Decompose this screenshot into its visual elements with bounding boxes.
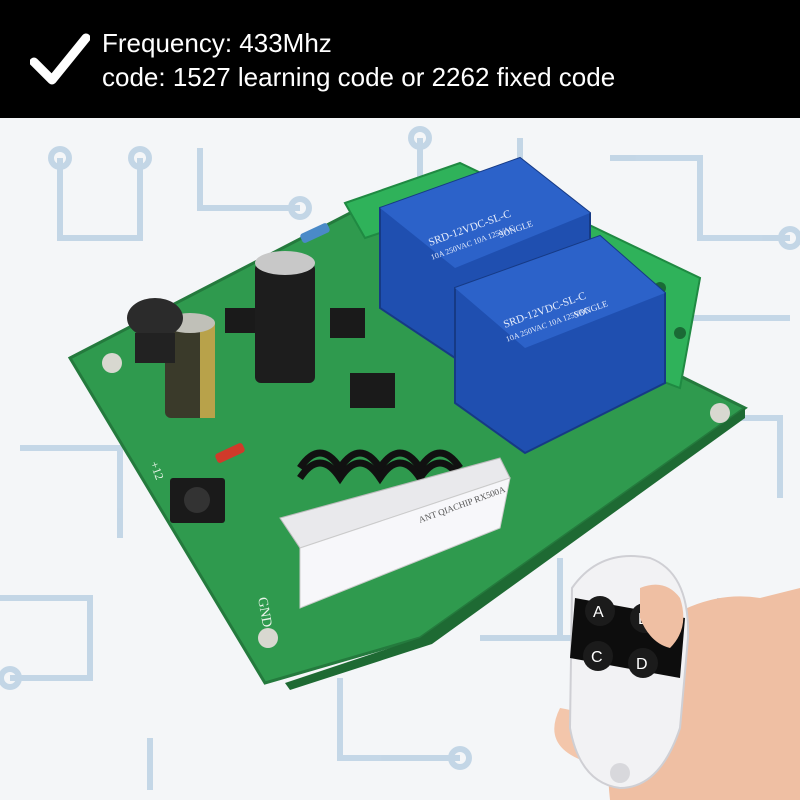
inductor [127,298,183,363]
resistor [300,223,330,243]
transistor [225,308,255,333]
remote-button-d: D [628,648,658,678]
capacitor-large [255,251,315,383]
remote-button-a-label: A [593,604,604,621]
remote-button-c: C [583,641,613,671]
remote-button-a: A [585,596,615,626]
remote-button-c-label: C [591,649,603,666]
rf-receiver-module: ANT QIACHIP RX500A [279,457,511,609]
remote-button-d-label: D [636,656,648,673]
code-text: code: 1527 learning code or 2262 fixed c… [102,62,616,92]
antenna-coil [297,449,463,485]
checkmark-icon [30,33,90,85]
thumb [640,584,684,648]
diode [215,443,245,463]
relay-bottom: SRD-12VDC-SL-C 10A 250VAC 10A 125VAC SON… [454,234,666,455]
ic-chip [350,373,395,408]
receiver-pcb-board: SRD-12VDC-SL-C 10A 250VAC 10A 125VAC SON… [67,156,748,690]
frequency-text: Frequency: 433Mhz [102,28,332,58]
plus12-label: +12 [147,459,167,481]
product-scene: SRD-12VDC-SL-C 10A 250VAC 10A 125VAC SON… [0,126,800,800]
header-banner: Frequency: 433Mhz code: 1527 learning co… [0,0,800,118]
ic-chip-small [330,308,365,338]
learn-push-button [170,478,225,523]
gnd-label: GND [254,596,274,628]
hand-with-remote: A B C D [554,555,800,800]
